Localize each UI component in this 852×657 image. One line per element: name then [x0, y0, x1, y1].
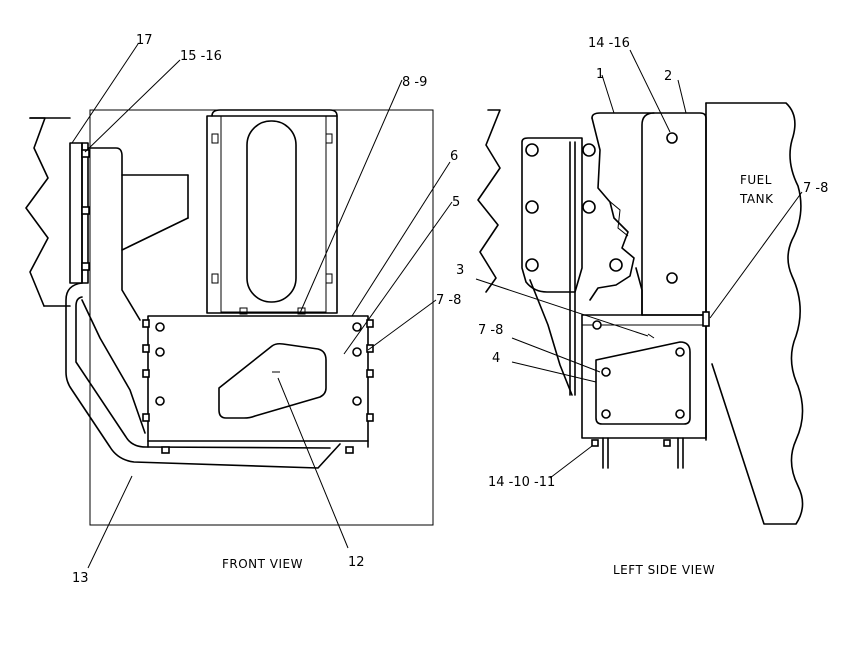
side-break-line — [477, 109, 501, 293]
callout-14-10-11: 14 -10 -11 — [488, 475, 555, 490]
oval-window — [246, 120, 297, 303]
callout-15-16: 15 -16 — [180, 49, 222, 64]
side-lower-box — [581, 314, 707, 439]
inner-plate — [595, 341, 691, 425]
front-view — [25, 109, 434, 526]
frame-rail — [69, 142, 83, 284]
angled-cutout — [218, 342, 327, 419]
upper-housing — [206, 115, 338, 314]
front-view-caption: FRONT VIEW — [222, 557, 303, 571]
callout-1: 1 — [596, 67, 604, 82]
callout-6: 6 — [450, 149, 458, 164]
fuel-tank-label-line1: FUEL — [740, 173, 772, 187]
upper-plate — [591, 112, 707, 316]
callout-2: 2 — [664, 69, 672, 84]
left-side-view — [477, 102, 804, 525]
fuel-tank-outline — [705, 102, 804, 525]
callout-7-8-side-left: 7 -8 — [478, 323, 503, 338]
mounting-bracket — [87, 147, 141, 321]
callout-3: 3 — [456, 263, 464, 278]
captions: FRONT VIEW LEFT SIDE VIEW FUEL TANK — [222, 173, 774, 577]
front-break-line — [25, 117, 49, 307]
support-strap — [65, 282, 341, 469]
callout-13: 13 — [72, 571, 89, 586]
callout-14-16: 14 -16 — [588, 36, 630, 51]
callout-12: 12 — [348, 555, 365, 570]
callout-4: 4 — [492, 351, 500, 366]
callout-17: 17 — [136, 33, 153, 48]
callout-8-9: 8 -9 — [402, 75, 427, 90]
left-side-view-caption: LEFT SIDE VIEW — [613, 563, 715, 577]
callout-7-8-front: 7 -8 — [436, 293, 461, 308]
callout-labels: 17 15 -16 8 -9 6 5 7 -8 12 13 14 -16 1 2… — [72, 33, 828, 586]
callout-5: 5 — [452, 195, 460, 210]
lower-box — [147, 315, 369, 442]
fuel-tank-label-line2: TANK — [739, 192, 774, 206]
callout-7-8-side-right: 7 -8 — [803, 181, 828, 196]
leader-lines — [71, 43, 803, 569]
